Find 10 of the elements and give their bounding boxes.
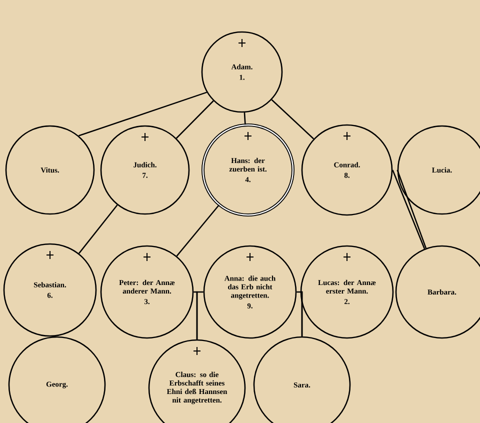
family-line [78,204,118,254]
family-line [271,99,314,140]
family-line [176,204,220,256]
family-line [300,291,303,336]
family-line [392,170,426,249]
family-line [78,92,207,136]
family-line [396,170,427,248]
family-line [244,112,246,125]
family-line [196,291,204,340]
family-line [176,100,214,139]
